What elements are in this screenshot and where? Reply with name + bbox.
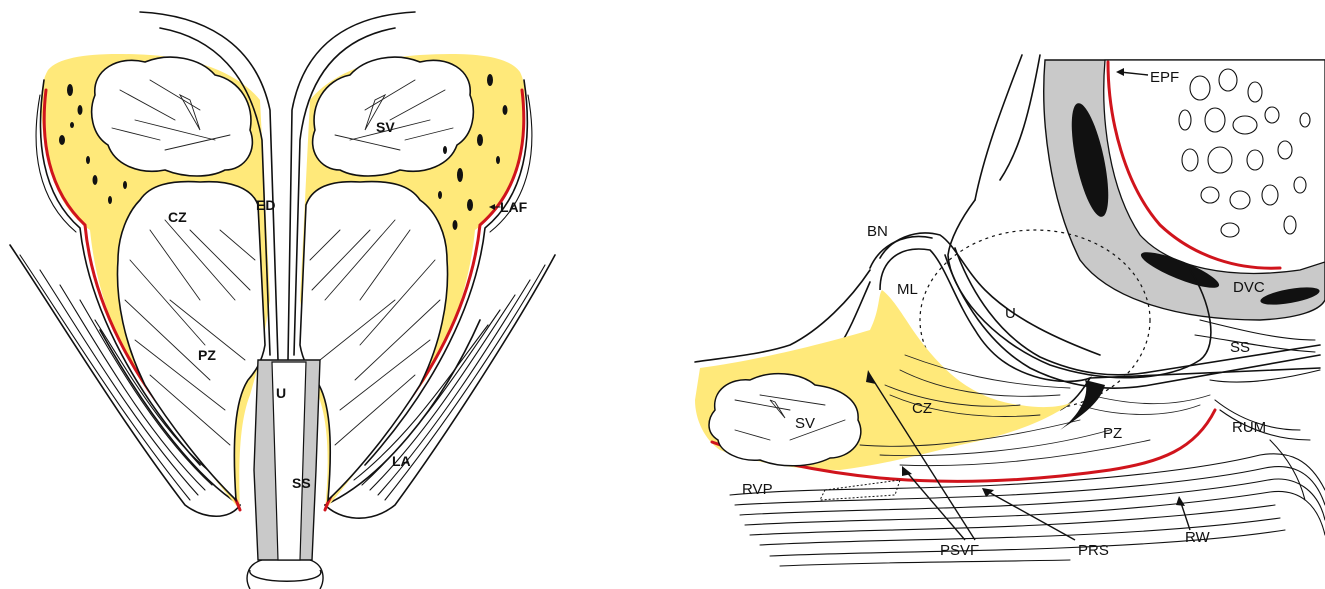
prostate-right-lobe — [300, 182, 448, 500]
label-la: LA — [392, 453, 411, 469]
label-rum: RUM — [1232, 419, 1266, 436]
pubic-bone — [1044, 60, 1325, 320]
right-diagram: EPF BN ML U DVC SS SV CZ PZ RUM RVP PSVF… — [695, 55, 1325, 566]
label-u-left-fig: U — [276, 385, 286, 401]
label-sv-right-fig: SV — [795, 415, 815, 432]
label-pz-left-fig: PZ — [198, 347, 216, 363]
label-cz-left-fig: CZ — [168, 209, 187, 225]
label-bn: BN — [867, 223, 888, 240]
left-diagram: SV ED CZ LAF PZ U SS LA — [10, 12, 555, 589]
label-sv-left-fig: SV — [376, 119, 395, 135]
label-ed: ED — [256, 197, 275, 213]
label-ss-right-fig: SS — [1230, 339, 1250, 356]
label-ss-left-fig: SS — [292, 475, 311, 491]
label-rvp: RVP — [742, 481, 773, 498]
label-dvc: DVC — [1233, 279, 1265, 296]
label-ml: ML — [897, 281, 918, 298]
label-cz-right-fig: CZ — [912, 400, 932, 417]
label-rw: RW — [1185, 529, 1211, 546]
label-epf: EPF — [1150, 69, 1179, 86]
label-laf: LAF — [500, 199, 528, 215]
label-u-right-fig: U — [1005, 305, 1016, 322]
prostate-left-lobe — [117, 182, 265, 500]
label-prs: PRS — [1078, 542, 1109, 559]
seminal-vesicle-right — [313, 57, 474, 176]
label-psvf: PSVF — [940, 542, 979, 559]
label-pz-right-fig: PZ — [1103, 425, 1122, 442]
